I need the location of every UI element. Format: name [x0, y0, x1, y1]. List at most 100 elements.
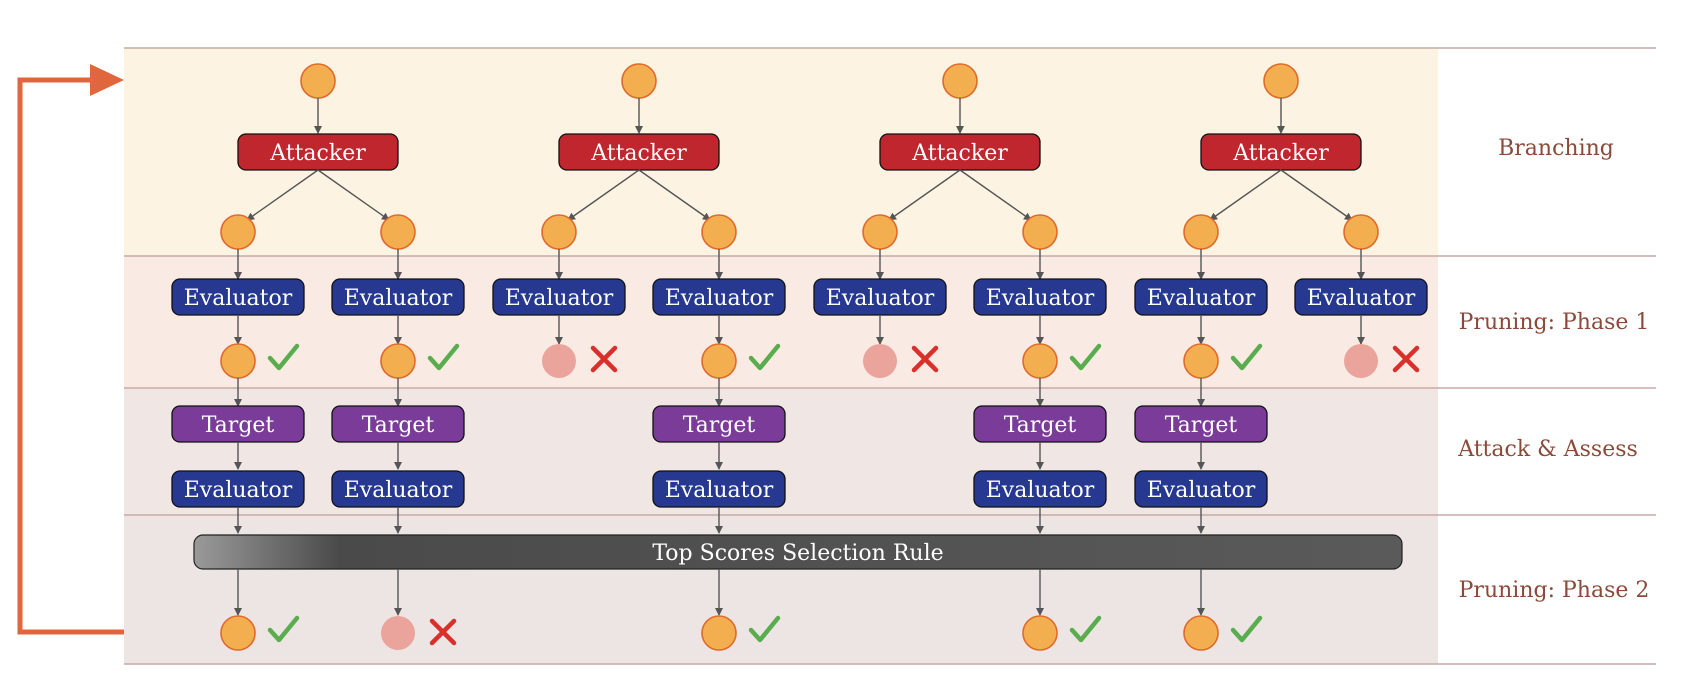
root-node: [621, 63, 657, 99]
evaluator-box-label: Evaluator: [184, 286, 293, 311]
check-icon: [1230, 615, 1263, 643]
cross-icon: [590, 345, 618, 373]
target-box: Target: [171, 405, 305, 443]
check-icon: [427, 343, 460, 371]
attacker-box-label: Attacker: [911, 141, 1008, 166]
evaluator-box: Evaluator: [171, 470, 305, 508]
attacker-box: Attacker: [1200, 133, 1362, 171]
final-survivor-node: [701, 615, 737, 651]
evaluator-box-label: Evaluator: [665, 286, 774, 311]
check-icon: [267, 615, 300, 643]
branch-arrow: [1209, 169, 1282, 221]
final-survivor-node: [1022, 615, 1058, 651]
evaluator-box-label: Evaluator: [665, 478, 774, 503]
evaluator-box: Evaluator: [652, 278, 786, 316]
evaluator-box: Evaluator: [331, 278, 465, 316]
branch-node: [1183, 214, 1219, 250]
evaluator-box-label: Evaluator: [505, 286, 614, 311]
root-node: [942, 63, 978, 99]
branch-arrow: [888, 169, 961, 221]
target-box: Target: [973, 405, 1107, 443]
survivor-node: [701, 343, 737, 379]
evaluator-box-label: Evaluator: [1147, 286, 1256, 311]
evaluator-box: Evaluator: [1134, 470, 1268, 508]
target-box: Target: [1134, 405, 1268, 443]
phase-label-pruning-phase2: Pruning: Phase 2: [1459, 578, 1650, 603]
evaluator-box: Evaluator: [1294, 278, 1428, 316]
branch-arrow: [317, 169, 390, 221]
target-box-label: Target: [683, 413, 756, 438]
evaluator-box: Evaluator: [813, 278, 947, 316]
survivor-node: [1022, 343, 1058, 379]
evaluator-box-label: Evaluator: [184, 478, 293, 503]
cross-icon: [1392, 345, 1420, 373]
branch-arrow: [1280, 169, 1353, 221]
pruned-node: [542, 344, 576, 378]
attacker-box-label: Attacker: [1232, 141, 1329, 166]
evaluator-box-label: Evaluator: [1147, 478, 1256, 503]
evaluator-box: Evaluator: [492, 278, 626, 316]
cross-icon: [911, 345, 939, 373]
branch-arrow: [638, 169, 711, 221]
attacker-box: Attacker: [879, 133, 1041, 171]
branch-node: [1343, 214, 1379, 250]
evaluator-box-label: Evaluator: [1307, 286, 1416, 311]
selection-rule-bar: Top Scores Selection Rule: [193, 534, 1403, 570]
attacker-box-label: Attacker: [269, 141, 366, 166]
branch-arrow: [246, 169, 319, 221]
band-pruning-phase1: [124, 256, 1438, 388]
evaluator-box: Evaluator: [973, 278, 1107, 316]
branch-node: [862, 214, 898, 250]
check-icon: [267, 343, 300, 371]
final-survivor-node: [1183, 615, 1219, 651]
branch-node: [380, 214, 416, 250]
evaluator-box: Evaluator: [1134, 278, 1268, 316]
attacker-box: Attacker: [237, 133, 399, 171]
branch-arrow: [959, 169, 1032, 221]
evaluator-box-label: Evaluator: [344, 286, 453, 311]
pruned-node: [863, 344, 897, 378]
attacker-box: Attacker: [558, 133, 720, 171]
target-box-label: Target: [1165, 413, 1238, 438]
target-box-label: Target: [362, 413, 435, 438]
target-box: Target: [652, 405, 786, 443]
phase-label-attack-assess: Attack & Assess: [1457, 437, 1638, 462]
branch-node: [541, 214, 577, 250]
pruned-node: [1344, 344, 1378, 378]
survivor-node: [220, 343, 256, 379]
attacker-box-label: Attacker: [590, 141, 687, 166]
phase-label-branching: Branching: [1498, 136, 1614, 161]
target-box: Target: [331, 405, 465, 443]
check-icon: [1069, 615, 1102, 643]
diagram-tree-layer: Attacker Attacker Attacker AttackerEvaluato…: [171, 63, 1428, 651]
evaluator-box: Evaluator: [331, 470, 465, 508]
check-icon: [748, 343, 781, 371]
check-icon: [748, 615, 781, 643]
evaluator-box-label: Evaluator: [344, 478, 453, 503]
branch-arrow: [567, 169, 640, 221]
final-survivor-node: [220, 615, 256, 651]
survivor-node: [1183, 343, 1219, 379]
branch-node: [220, 214, 256, 250]
evaluator-box: Evaluator: [973, 470, 1107, 508]
evaluator-box-label: Evaluator: [986, 286, 1095, 311]
phase-label-pruning-phase1: Pruning: Phase 1: [1459, 310, 1650, 335]
selection-rule-label: Top Scores Selection Rule: [652, 541, 943, 566]
branch-node: [1022, 214, 1058, 250]
check-icon: [1230, 343, 1263, 371]
evaluator-box-label: Evaluator: [986, 478, 1095, 503]
evaluator-box-label: Evaluator: [826, 286, 935, 311]
target-box-label: Target: [1004, 413, 1077, 438]
target-box-label: Target: [202, 413, 275, 438]
cross-icon: [429, 618, 457, 646]
root-node: [300, 63, 336, 99]
root-node: [1263, 63, 1299, 99]
branch-node: [701, 214, 737, 250]
survivor-node: [380, 343, 416, 379]
loop-arrow-icon: [17, 64, 124, 635]
check-icon: [1069, 343, 1102, 371]
final-pruned-node: [381, 616, 415, 650]
evaluator-box: Evaluator: [652, 470, 786, 508]
evaluator-box: Evaluator: [171, 278, 305, 316]
